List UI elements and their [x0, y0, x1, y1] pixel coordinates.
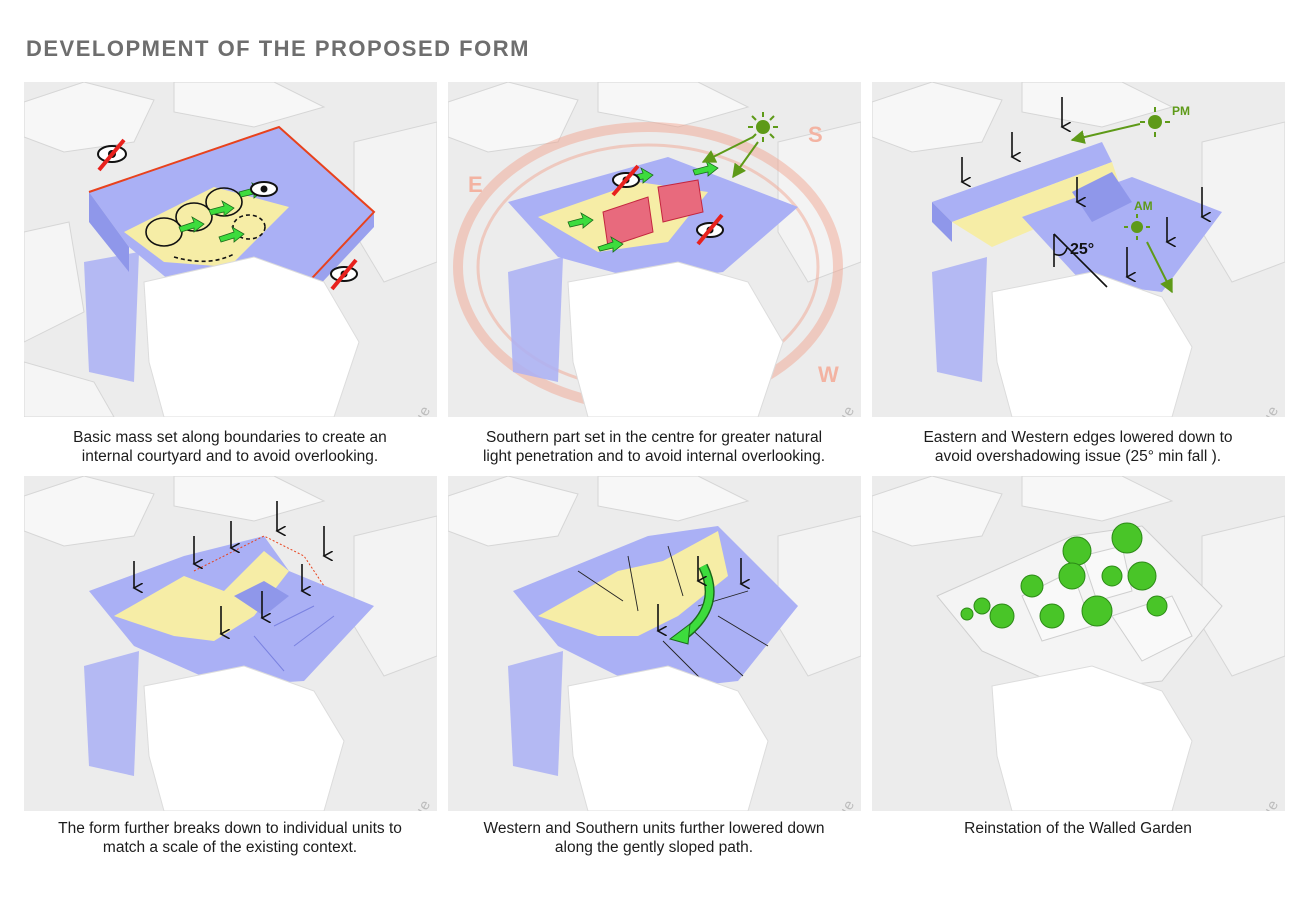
panel-5-illustration	[448, 476, 861, 811]
am-label: AM	[1134, 199, 1153, 213]
diagram-panel-3: 25° PM AM Avenue	[872, 82, 1285, 417]
panel-6-caption: Reinstation of the Walled Garden	[964, 820, 1192, 837]
panel-1-illustration	[24, 82, 437, 417]
diagram-panel-6: Avenue	[872, 476, 1285, 811]
panel-2-caption: Southern part set in the centre for grea…	[482, 429, 826, 465]
eye-blocked-icon	[330, 258, 358, 291]
eye-blocked-icon	[611, 164, 640, 197]
eye-blocked-icon	[97, 138, 127, 172]
eye-icon	[250, 181, 278, 197]
panel-5-caption: Western and Southern units further lower…	[483, 820, 825, 856]
eye-blocked-icon	[696, 213, 724, 246]
pm-label: PM	[1172, 104, 1190, 118]
diagram-panel-2: E S W	[448, 82, 861, 417]
angle-label: 25°	[1070, 241, 1094, 258]
panel-1-caption: Basic mass set along boundaries to creat…	[73, 429, 387, 465]
diagram-panel-5: Avenue	[448, 476, 861, 811]
panel-3-illustration: 25° PM AM	[872, 82, 1285, 417]
page-title: DEVELOPMENT OF THE PROPOSED FORM	[26, 36, 530, 61]
tree-icon	[960, 522, 1168, 629]
compass-east-label: E	[468, 172, 483, 197]
sun-icon	[1124, 214, 1150, 240]
panel-4-illustration	[24, 476, 437, 811]
compass-south-label: S	[808, 122, 823, 147]
panel-3-caption: Eastern and Western edges lowered down t…	[923, 429, 1233, 465]
compass-west-label: W	[818, 362, 839, 387]
panel-2-illustration: E S W	[448, 82, 861, 417]
sun-icon	[1140, 107, 1170, 137]
diagram-panel-4: Avenue	[24, 476, 437, 811]
panel-4-caption: The form further breaks down to individu…	[58, 820, 402, 856]
panel-6-illustration	[872, 476, 1285, 811]
diagram-panel-1: Avenue	[24, 82, 437, 417]
